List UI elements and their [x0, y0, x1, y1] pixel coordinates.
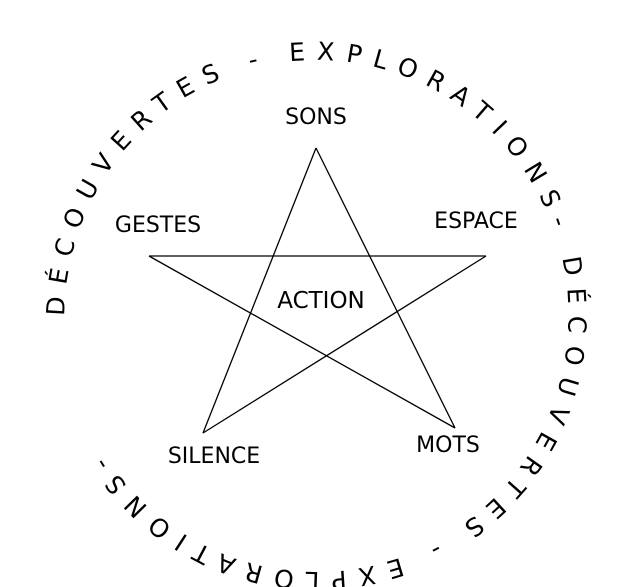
- node-label-right: ESPACE: [434, 209, 518, 234]
- star-line-left-to-bottom-right: [148, 255, 456, 429]
- node-label-bottom-right: MOTS: [416, 433, 480, 458]
- pentagram: [148, 147, 487, 434]
- star-line-top-to-bottom-right: [315, 147, 456, 429]
- node-label-top: SONS: [285, 105, 347, 130]
- star-line-top-to-bottom-left: [202, 147, 317, 434]
- center-label: ACTION: [277, 288, 365, 314]
- node-label-left: GESTES: [115, 213, 201, 238]
- star-line-right-to-bottom-left: [202, 255, 487, 434]
- node-label-bottom-left: SILENCE: [168, 444, 260, 469]
